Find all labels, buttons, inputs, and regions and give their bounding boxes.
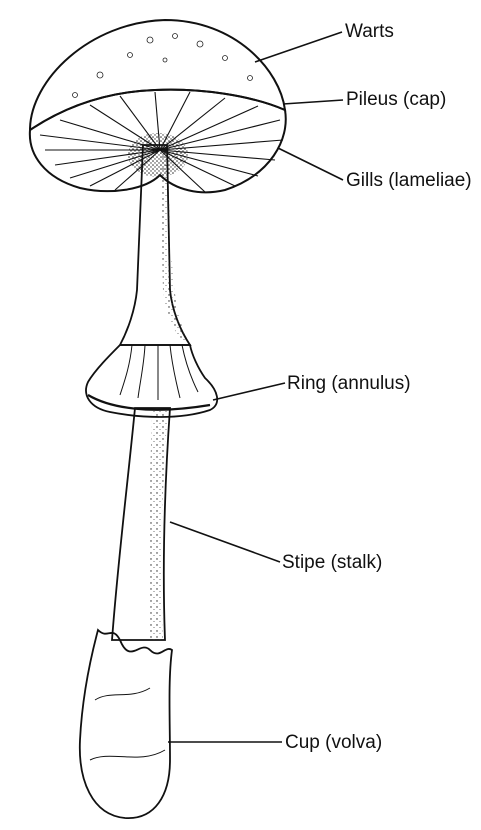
- label-pileus: Pileus (cap): [346, 89, 446, 110]
- lower-stipe: [112, 408, 170, 640]
- label-cup: Cup (volva): [285, 732, 382, 753]
- mushroom-volva: [80, 630, 172, 818]
- label-stipe: Stipe (stalk): [282, 552, 382, 573]
- label-gills: Gills (lameliae): [346, 170, 472, 191]
- mushroom-cap: [30, 20, 286, 192]
- label-ring: Ring (annulus): [287, 373, 411, 394]
- mushroom-ring: [86, 345, 217, 417]
- warts-dots: [73, 34, 253, 98]
- label-warts: Warts: [345, 21, 394, 42]
